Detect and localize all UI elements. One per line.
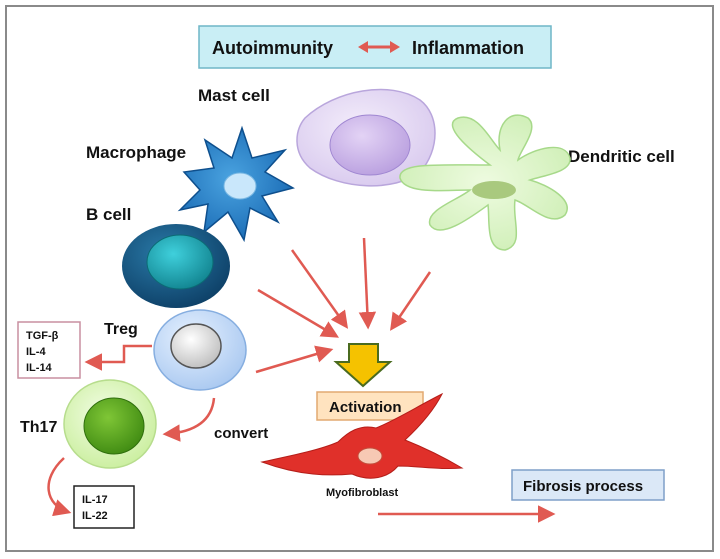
label-b-cell: B cell <box>86 205 131 224</box>
label-mast-cell: Mast cell <box>198 86 270 105</box>
arrow-macrophage-to-activation <box>290 249 349 329</box>
macrophage-icon <box>177 125 295 243</box>
label-myofibroblast: Myofibroblast <box>326 487 398 499</box>
th17-cell-icon <box>63 379 157 469</box>
dendritic-cell-icon <box>399 114 571 251</box>
arrow-mast-to-activation <box>358 237 377 330</box>
label-macrophage: Macrophage <box>86 143 186 162</box>
down-arrow-icon <box>333 343 393 388</box>
double-arrow-icon <box>358 41 400 53</box>
treg-cytokine-1: IL-4 <box>26 346 46 358</box>
arrow-treg-to-activation <box>255 345 334 374</box>
treg-cytokine-0: TGF-β <box>26 330 59 342</box>
b-cell-icon <box>122 224 230 308</box>
arrow-treg-to-cytokines <box>84 344 152 371</box>
label-convert: convert <box>214 425 268 442</box>
arrow-dendritic-to-activation <box>390 271 432 331</box>
label-th17: Th17 <box>20 419 57 436</box>
label-dendritic-cell: Dendritic cell <box>568 147 675 166</box>
header-inflammation: Inflammation <box>412 38 524 58</box>
arrow-bcell-to-activation <box>257 288 340 338</box>
arrow-th17-to-cytokines <box>47 457 72 517</box>
treg-cytokines-box <box>17 321 81 379</box>
activation-arrows <box>255 237 432 374</box>
activation-box <box>316 391 424 421</box>
label-activation: Activation <box>329 399 402 416</box>
th17-cytokines-box <box>73 485 135 529</box>
label-fibrosis-process: Fibrosis process <box>523 478 643 495</box>
fibrosis-box <box>511 469 665 501</box>
myofibroblast-icon <box>260 392 464 479</box>
treg-cell-icon <box>153 309 247 391</box>
header-autoimmunity: Autoimmunity <box>212 38 333 58</box>
label-treg: Treg <box>104 321 138 338</box>
treg-cytokine-2: IL-14 <box>26 362 53 374</box>
th17-cytokine-1: IL-22 <box>82 510 108 522</box>
th17-cytokine-0: IL-17 <box>82 494 108 506</box>
arrow-treg-convert-th17 <box>162 397 216 442</box>
